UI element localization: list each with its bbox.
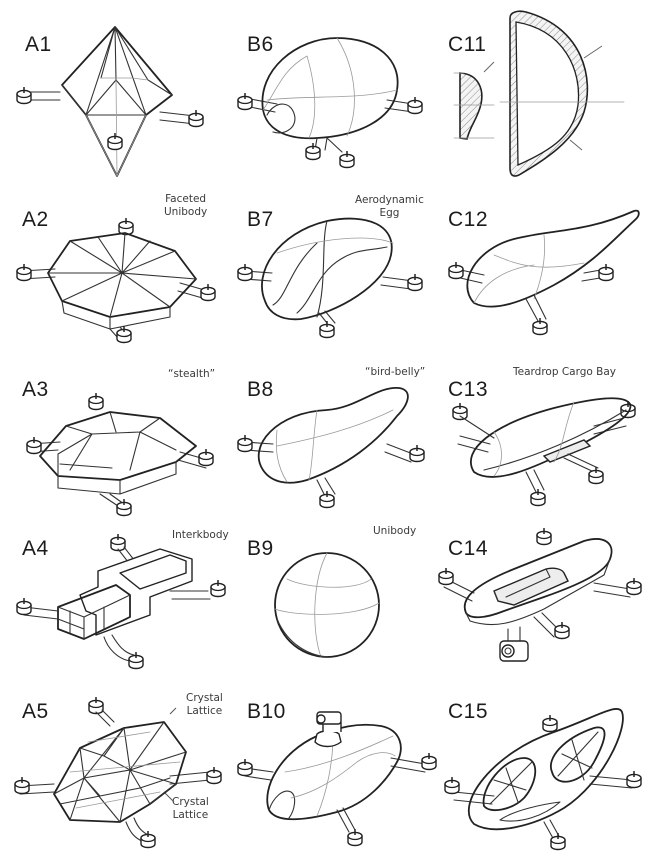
concept-b8: B8 “bird-belly” <box>217 346 434 519</box>
concept-id-label: C14 <box>448 537 489 560</box>
concept-id-label: C11 <box>448 33 487 56</box>
drone-sketch-faceted-unibody <box>16 217 216 344</box>
annotation-note: Faceted Unibody <box>164 193 208 218</box>
concept-id-label: A4 <box>22 537 49 560</box>
concept-a3: A3 “stealth” <box>0 346 217 519</box>
drone-sketch-egg-pod <box>237 37 423 169</box>
drone-sketch-crystal-lattice <box>14 696 222 849</box>
concept-a5: A5 Crystal Lattice Crystal Lattice <box>0 692 223 865</box>
annotation-note: Teardrop Cargo Bay <box>513 366 617 378</box>
concept-id-label: C15 <box>448 700 489 723</box>
concept-a2: A2 Faceted Unibody <box>0 173 217 346</box>
drone-sketch-teardrop-tail <box>448 209 640 336</box>
concept-a4: A4 Interkbody <box>0 519 229 692</box>
concept-a1: A1 <box>0 0 217 177</box>
concept-c14: C14 <box>434 519 651 692</box>
drone-sketch-aerodynamic-egg <box>237 217 423 339</box>
concept-id-label: A1 <box>25 33 52 56</box>
concept-c11: C11 <box>434 0 651 177</box>
annotation-note: Aerodynamic Egg <box>355 194 424 219</box>
drone-sketch-open-cargo-tub <box>438 527 642 662</box>
concept-id-label: B9 <box>247 537 274 560</box>
concept-id-label: B7 <box>247 208 274 231</box>
concept-id-label: A3 <box>22 378 49 401</box>
drone-sketch-stealth <box>26 392 214 517</box>
annotation-note: “stealth” <box>168 368 216 380</box>
annotation-note: “bird-belly” <box>365 366 426 378</box>
drone-sketch-interkbody-blocks <box>16 533 226 670</box>
concept-b7: B7 Aerodynamic Egg <box>217 173 434 346</box>
drone-sketch-open-frame-shell <box>444 707 642 851</box>
drone-sketch-camera-pod <box>237 711 437 847</box>
concept-id-label: B8 <box>247 378 274 401</box>
concept-id-label: C13 <box>448 378 489 401</box>
concept-c13: C13 Teardrop Cargo Bay <box>434 346 651 519</box>
concept-id-label: B10 <box>247 700 286 723</box>
concept-b10: B10 <box>217 692 437 865</box>
drone-sketch-bird-belly <box>237 387 425 509</box>
concept-b9: B9 Unibody <box>217 519 434 692</box>
concept-id-label: A2 <box>22 208 49 231</box>
concept-b6: B6 <box>217 0 434 173</box>
drone-sketch-teardrop-cargo-bay <box>452 397 636 507</box>
annotation-note: Crystal Lattice <box>186 692 223 717</box>
annotation-note: Unibody <box>373 525 417 537</box>
concept-id-label: A5 <box>22 700 49 723</box>
annotation-note: Interkbody <box>172 529 229 541</box>
concept-id-label: B6 <box>247 33 274 56</box>
annotation-note-secondary: Crystal Lattice <box>172 796 209 821</box>
concept-c12: C12 <box>434 173 651 346</box>
concept-id-label: C12 <box>448 208 489 231</box>
cross-section-sketch <box>453 10 625 177</box>
drone-sketch-faceted-diamond <box>16 26 204 177</box>
concept-c15: C15 <box>434 692 651 865</box>
sphere-sketch <box>274 552 380 658</box>
